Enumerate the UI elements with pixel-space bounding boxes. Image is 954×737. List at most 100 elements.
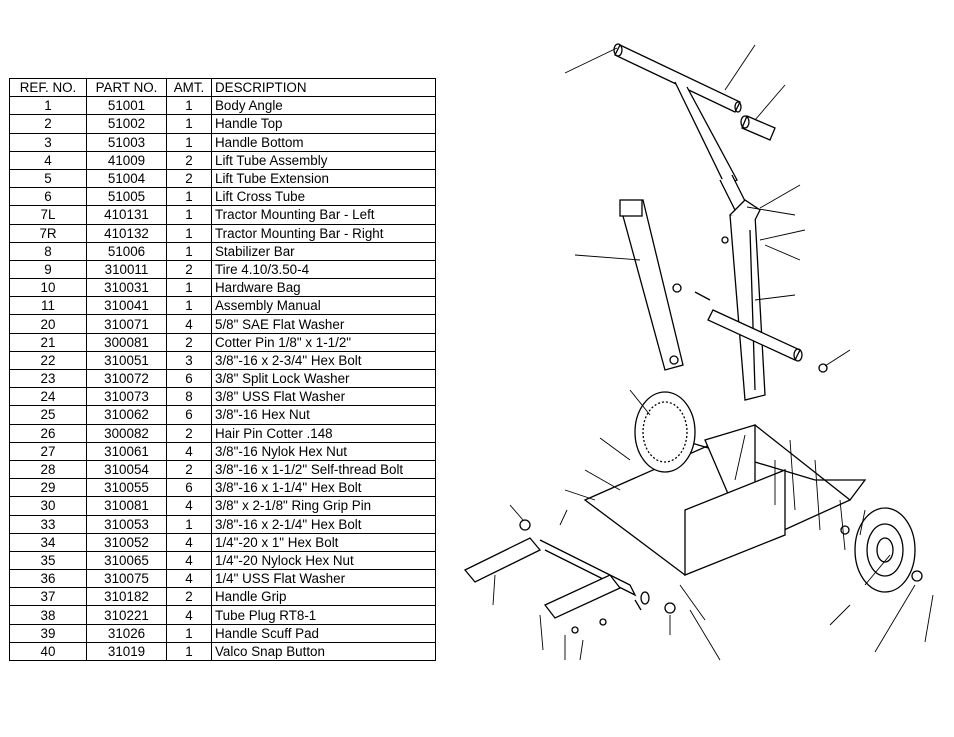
ref-no-cell: 7R [9, 223, 87, 243]
description-cell: Handle Scuff Pad [211, 623, 436, 643]
amt-cell: 4 [166, 550, 212, 571]
description-cell: 3/8" Split Lock Washer [211, 368, 436, 389]
description-cell: Cotter Pin 1/8" x 1-1/2" [211, 332, 436, 352]
amt-cell: 2 [166, 168, 212, 189]
amt-cell: 1 [166, 114, 212, 134]
ref-no-cell: 28 [9, 459, 87, 480]
col-header-part-no: PART NO. [86, 77, 167, 98]
description-cell: 3/8"-16 x 2-3/4" Hex Bolt [211, 350, 436, 371]
amt-cell: 1 [166, 623, 212, 643]
amt-cell: 1 [166, 278, 212, 298]
description-cell: 1/4" USS Flat Washer [211, 569, 436, 589]
handle-top-part [613, 43, 748, 211]
amt-cell: 1 [166, 296, 212, 316]
amt-cell: 2 [166, 459, 212, 480]
part-no-cell: 51002 [86, 114, 167, 134]
description-cell: Lift Tube Assembly [211, 150, 436, 170]
description-cell: Stabilizer Bar [211, 241, 436, 261]
part-no-cell: 310031 [86, 278, 167, 298]
amt-cell: 1 [166, 641, 212, 662]
handle-bottom-part [729, 199, 766, 401]
amt-cell: 4 [166, 441, 212, 461]
leader-lines [492, 44, 934, 661]
part-no-cell: 410132 [86, 223, 167, 243]
part-no-cell: 310221 [86, 605, 167, 625]
description-cell: Tractor Mounting Bar - Left [211, 205, 436, 225]
description-cell: 3/8"-16 Hex Nut [211, 405, 436, 425]
ref-no-cell: 2 [9, 114, 87, 134]
ref-no-cell: 7L [9, 205, 87, 225]
amt-cell: 1 [166, 205, 212, 225]
description-cell: Assembly Manual [211, 296, 436, 316]
description-cell: Body Angle [211, 96, 436, 116]
part-no-cell: 310053 [86, 514, 167, 534]
ref-no-cell: 8 [9, 241, 87, 261]
amt-cell: 4 [166, 605, 212, 625]
ref-no-cell: 36 [9, 569, 87, 589]
part-no-cell: 310011 [86, 259, 167, 280]
description-cell: Lift Tube Extension [211, 168, 436, 189]
part-no-cell: 51001 [86, 96, 167, 116]
ref-no-cell: 26 [9, 423, 87, 443]
stabilizer-bar-part [619, 199, 684, 371]
amt-cell: 1 [166, 514, 212, 534]
ref-no-cell: 9 [9, 259, 87, 280]
part-no-cell: 310062 [86, 405, 167, 425]
col-header-amt: AMT. [166, 77, 212, 98]
description-cell: Handle Grip [211, 587, 436, 607]
col-header-description: DESCRIPTION [211, 77, 436, 98]
part-no-cell: 51004 [86, 168, 167, 189]
part-no-cell: 310073 [86, 387, 167, 407]
part-no-cell: 310055 [86, 478, 167, 498]
tractor-mounting-bar-left-part [463, 537, 637, 619]
amt-cell: 1 [166, 223, 212, 243]
left-wheel-part [634, 391, 696, 473]
amt-cell: 4 [166, 496, 212, 516]
description-cell: Tractor Mounting Bar - Right [211, 223, 436, 243]
amt-cell: 6 [166, 368, 212, 389]
part-no-cell: 310054 [86, 459, 167, 480]
tube-plug-part [634, 591, 650, 611]
ref-no-cell: 39 [9, 623, 87, 643]
part-no-cell: 51003 [86, 132, 167, 152]
part-no-cell: 310072 [86, 368, 167, 389]
description-cell: Tire 4.10/3.50-4 [211, 259, 436, 280]
ref-no-cell: 1 [9, 96, 87, 116]
right-wheel-part [854, 507, 916, 593]
description-cell: 3/8"-16 Nylok Hex Nut [211, 441, 436, 461]
lift-cross-tube-part [707, 309, 803, 362]
amt-cell: 3 [166, 350, 212, 371]
part-no-cell: 31026 [86, 623, 167, 643]
ref-no-cell: 37 [9, 587, 87, 607]
ref-no-cell: 24 [9, 387, 87, 407]
part-no-cell: 310075 [86, 569, 167, 589]
handle-grip-part [740, 115, 776, 141]
part-no-cell: 300082 [86, 423, 167, 443]
description-cell: 1/4"-20 Nylock Hex Nut [211, 550, 436, 571]
ref-no-cell: 20 [9, 314, 87, 334]
ref-no-cell: 3 [9, 132, 87, 152]
part-no-cell: 310051 [86, 350, 167, 371]
description-cell: 3/8" x 2-1/8" Ring Grip Pin [211, 496, 436, 516]
amt-cell: 2 [166, 150, 212, 170]
amt-cell: 4 [166, 532, 212, 552]
amt-cell: 4 [166, 569, 212, 589]
part-no-cell: 310182 [86, 587, 167, 607]
ref-no-cell: 29 [9, 478, 87, 498]
part-no-cell: 310065 [86, 550, 167, 571]
